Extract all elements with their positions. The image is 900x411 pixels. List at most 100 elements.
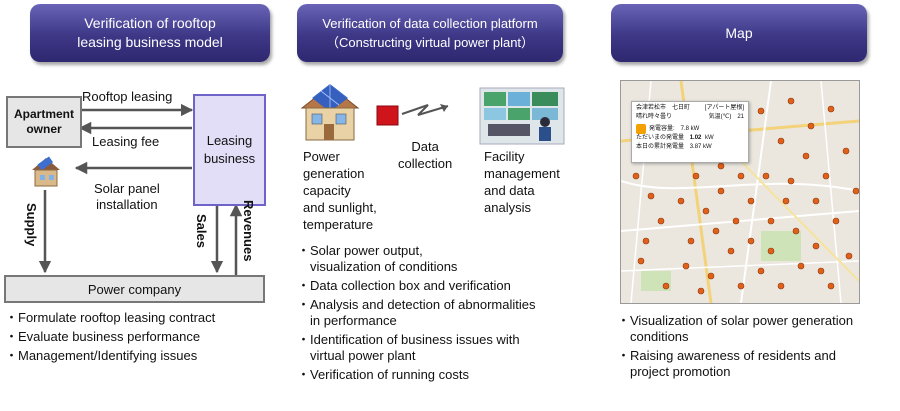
solar-site-marker[interactable] — [737, 172, 745, 180]
solar-site-marker[interactable] — [692, 172, 700, 180]
leasing-fee-label: Leasing fee — [92, 134, 160, 149]
solar-site-marker[interactable] — [747, 237, 755, 245]
solar-site-marker[interactable] — [677, 197, 685, 205]
solar-site-marker[interactable] — [732, 217, 740, 225]
solar-site-marker[interactable] — [827, 105, 835, 113]
solar-site-marker[interactable] — [702, 207, 710, 215]
leasing-business-box: Leasing business — [193, 94, 266, 206]
popup-weather: 晴れ時々曇り — [636, 114, 673, 120]
solar-site-marker[interactable] — [767, 217, 775, 225]
solar-site-marker[interactable] — [787, 97, 795, 105]
popup-location: 会津若松市 七日町 — [636, 105, 691, 111]
solar-site-marker[interactable] — [852, 187, 859, 195]
solar-site-marker[interactable] — [845, 252, 853, 260]
data-collection-line1: Data — [411, 139, 439, 154]
power-gen-line5: temperature — [303, 217, 374, 232]
solar-site-marker[interactable] — [777, 137, 785, 145]
facility-line3: and data — [484, 183, 535, 198]
solar-site-marker[interactable] — [812, 197, 820, 205]
solar-site-marker[interactable] — [832, 217, 840, 225]
popup-site-type: [アパート屋根] — [704, 105, 744, 111]
solar-site-marker[interactable] — [727, 247, 735, 255]
apartment-owner-line2: owner — [26, 122, 62, 136]
solar-site-marker[interactable] — [637, 257, 645, 265]
right-bullets: Visualization of solar power generation … — [617, 313, 895, 383]
solar-site-markers — [632, 97, 859, 295]
middle-bullet-line: Identification of business issues with — [310, 332, 520, 347]
solar-site-marker[interactable] — [707, 272, 715, 280]
solar-site-marker[interactable] — [802, 152, 810, 160]
solar-site-marker[interactable] — [812, 242, 820, 250]
middle-bullet-line: in performance — [310, 313, 397, 328]
right-bullet: Raising awareness of residents and proje… — [617, 348, 895, 380]
solar-site-marker[interactable] — [777, 282, 785, 290]
header-left-line2: leasing business model — [77, 34, 223, 50]
popup-today-label: 本日の累計発電量 — [636, 144, 685, 150]
popup-today-value: 3.87 kW — [689, 144, 712, 150]
left-bullets: Formulate rooftop leasing contract Evalu… — [5, 310, 278, 367]
solar-site-marker[interactable] — [842, 147, 850, 155]
solar-site-marker[interactable] — [662, 282, 670, 290]
solar-site-marker[interactable] — [757, 107, 765, 115]
data-collection-line2: collection — [398, 156, 453, 171]
revenues-label: Revenues — [241, 200, 256, 262]
solar-site-marker[interactable] — [717, 187, 725, 195]
popup-capacity-label: 発電容量: — [649, 125, 675, 132]
right-bullet-line: conditions — [630, 329, 689, 344]
apartment-owner-line1: Apartment — [13, 107, 74, 121]
solar-site-marker[interactable] — [717, 162, 725, 170]
solar-site-marker[interactable] — [797, 262, 805, 270]
solar-panel-installation-label: Solar panel installation — [94, 181, 160, 213]
header-middle-line2: （Constructing virtual power plant） — [325, 35, 535, 50]
power-generation-label: Power generation capacity and sunlight, … — [303, 148, 377, 233]
power-gen-line3: capacity — [303, 183, 351, 198]
facility-management-label: Facility management and data analysis — [484, 148, 560, 216]
middle-bullet-line: Analysis and detection of abnormalities — [310, 297, 536, 312]
solar-site-marker[interactable] — [687, 237, 695, 245]
header-left-line1: Verification of rooftop — [84, 15, 216, 31]
solar-site-marker[interactable] — [792, 227, 800, 235]
solar-site-marker[interactable] — [827, 282, 835, 290]
solar-site-marker[interactable] — [807, 122, 815, 130]
solar-site-marker[interactable] — [737, 282, 745, 290]
right-bullet-line: Raising awareness of residents and — [630, 348, 836, 363]
middle-bullet: Data collection box and verification — [297, 278, 590, 294]
solar-site-marker[interactable] — [697, 287, 705, 295]
header-middle-line1: Verification of data collection platform — [322, 16, 538, 31]
right-bullet-line: project promotion — [630, 364, 731, 379]
solar-site-marker[interactable] — [657, 217, 665, 225]
solar-site-marker[interactable] — [642, 237, 650, 245]
facility-line1: Facility — [484, 149, 525, 164]
middle-bullet-line: Solar power output, — [310, 243, 423, 258]
solar-site-marker[interactable] — [712, 227, 720, 235]
middle-bullet: Solar power output, visualization of con… — [297, 243, 590, 275]
solar-install-line2: installation — [96, 197, 158, 212]
solar-site-marker[interactable] — [817, 267, 825, 275]
left-bullet: Formulate rooftop leasing contract — [5, 310, 278, 326]
solar-site-marker[interactable] — [762, 172, 770, 180]
solar-site-marker[interactable] — [787, 177, 795, 185]
map-roads — [621, 81, 859, 303]
left-bullet: Evaluate business performance — [5, 329, 278, 345]
solar-site-marker[interactable] — [632, 172, 640, 180]
middle-bullet-line: virtual power plant — [310, 348, 416, 363]
facility-line2: management — [484, 166, 560, 181]
solar-site-marker[interactable] — [757, 267, 765, 275]
right-bullet: Visualization of solar power generation … — [617, 313, 895, 345]
solar-site-marker[interactable] — [647, 192, 655, 200]
solar-site-marker[interactable] — [822, 172, 830, 180]
middle-bullet-line: Verification of running costs — [310, 367, 469, 382]
map-view[interactable]: 会津若松市 七日町 [アパート屋根] 晴れ時々曇り 気温(℃) 21 発電容量:… — [620, 80, 860, 304]
map-info-popup[interactable]: 会津若松市 七日町 [アパート屋根] 晴れ時々曇り 気温(℃) 21 発電容量:… — [631, 101, 749, 163]
solar-site-marker[interactable] — [782, 197, 790, 205]
solar-site-marker[interactable] — [682, 262, 690, 270]
solar-site-marker[interactable] — [767, 247, 775, 255]
rooftop-leasing-label: Rooftop leasing — [82, 89, 173, 104]
solar-site-marker[interactable] — [747, 197, 755, 205]
header-middle: Verification of data collection platform… — [297, 4, 563, 62]
